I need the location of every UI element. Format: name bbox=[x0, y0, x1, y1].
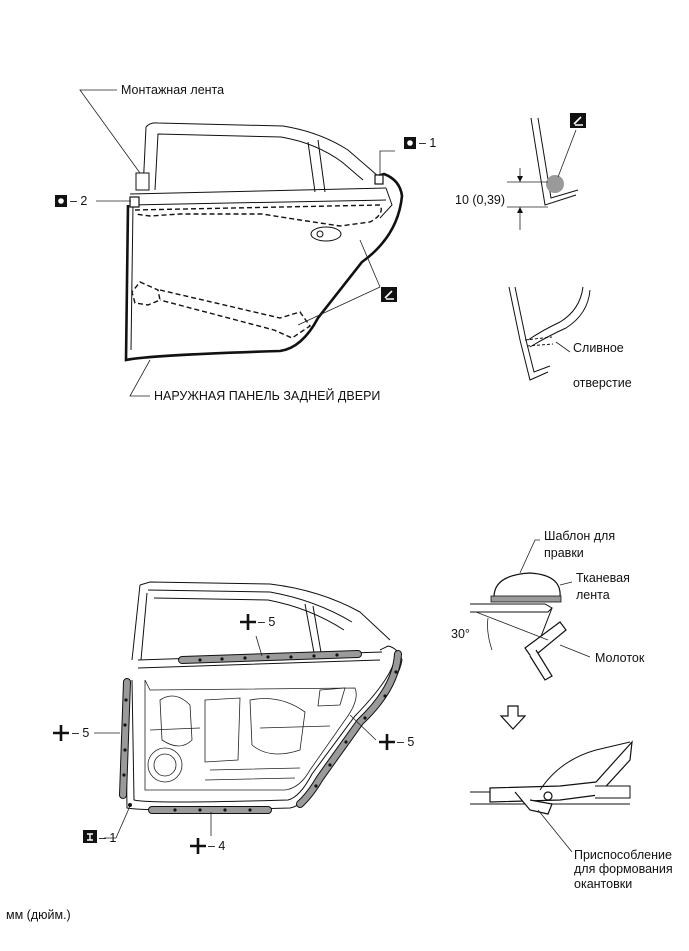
plus-icon bbox=[240, 614, 256, 630]
mount-tape-label: Монтажная лента bbox=[121, 83, 224, 97]
drain-hole-label-line1: Сливное bbox=[573, 341, 624, 355]
rivet-o-icon bbox=[55, 195, 67, 207]
door-inner-illustration bbox=[119, 581, 403, 814]
callout-i-1-label: – 1 bbox=[99, 831, 116, 845]
door-outer-panel-illustration bbox=[124, 122, 404, 362]
angle-label: 30° bbox=[451, 627, 470, 641]
tool-label-line1: Приспособление bbox=[574, 848, 672, 862]
hemming-tool-illustration bbox=[470, 740, 633, 853]
plus-icon bbox=[379, 734, 395, 750]
cloth-tape-label-line1: Тканевая bbox=[576, 571, 630, 585]
plus-icon bbox=[190, 838, 206, 854]
hem-detail-illustration bbox=[507, 117, 579, 230]
rivet-i-icon bbox=[83, 830, 97, 843]
template-label-line1: Шаблон для bbox=[544, 529, 615, 543]
drain-hole-illustration bbox=[508, 286, 591, 381]
callout-top-5-label: – 5 bbox=[258, 615, 275, 629]
plus-icon bbox=[53, 725, 69, 741]
outer-panel-label: НАРУЖНАЯ ПАНЕЛЬ ЗАДНЕЙ ДВЕРИ bbox=[154, 388, 380, 403]
adhesive-icon bbox=[381, 287, 397, 302]
cloth-tape-label-line2: лента bbox=[576, 588, 610, 602]
dimension-label: 10 (0,39) bbox=[455, 193, 505, 207]
arrow-down-icon bbox=[499, 705, 527, 730]
adhesive-icon bbox=[570, 113, 586, 128]
tool-label-line2: для формования bbox=[574, 862, 673, 876]
tool-label-line3: окантовки bbox=[574, 877, 632, 891]
callout-left-5-label: – 5 bbox=[72, 726, 89, 740]
hammer-label: Молоток bbox=[595, 651, 645, 665]
callout-2-label: – 2 bbox=[70, 194, 87, 208]
callout-right-5-label: – 5 bbox=[397, 735, 414, 749]
drain-hole-label-line2: отверстие bbox=[573, 376, 632, 390]
units-label: мм (дюйм.) bbox=[6, 908, 71, 922]
callout-1-label: – 1 bbox=[419, 136, 436, 150]
template-label-line2: правки bbox=[544, 546, 584, 560]
callout-4-label: – 4 bbox=[208, 839, 225, 853]
template-hammer-illustration bbox=[470, 539, 591, 681]
rivet-o-icon bbox=[404, 137, 416, 149]
